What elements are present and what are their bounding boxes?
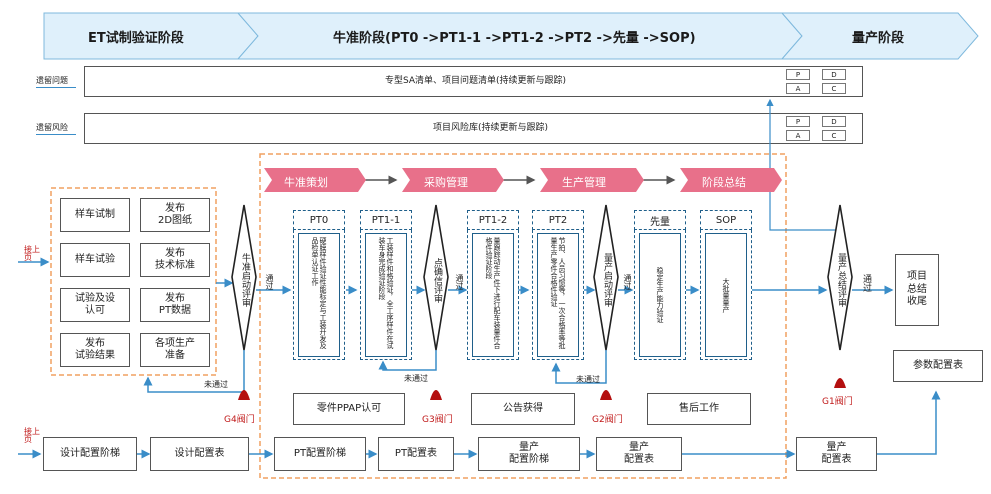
gate1-fail: 未通过 <box>204 380 228 389</box>
page-ref-bottom: 接上页 <box>24 427 40 445</box>
phase-header <box>43 12 979 60</box>
stage-pt1-1-text: 工装样件和格验证，全工序样件在试装车身完成验证阶段 <box>365 233 407 357</box>
gate3-fail: 未通过 <box>576 375 600 384</box>
et-box-3: 样车试验 <box>60 243 130 277</box>
risks-box: 项目风险库(持续更新与跟踪) <box>84 113 863 144</box>
pt-header-ribbons <box>264 168 782 192</box>
gate-pt-review: 牛准启动评审 <box>239 253 250 307</box>
pdca-a-1: A <box>786 83 810 94</box>
phase-et-label: ET试制验证阶段 <box>88 31 184 46</box>
notice-box: 公告获得 <box>471 393 575 425</box>
config-mass-table: 量产 配置表 <box>596 437 682 471</box>
gate-prod-review: 量产启动评审 <box>601 253 612 307</box>
pdca-c-2: C <box>822 130 846 141</box>
stage-pt2-title: PT2 <box>532 210 584 230</box>
page-ref-top: 接上页 <box>24 245 40 263</box>
stage-pt0-title: PT0 <box>293 210 345 230</box>
pdca-c-1: C <box>822 83 846 94</box>
issues-box: 专型SA清单、项目问题清单(持续更新与跟踪) <box>84 66 863 97</box>
after-sales-box: 售后工作 <box>647 393 751 425</box>
pdca-d-2: D <box>822 116 846 127</box>
config-mass-table-final: 量产 配置表 <box>796 437 877 471</box>
gate2-fail: 未通过 <box>404 374 428 383</box>
param-table-box: 参数配置表 <box>893 350 983 382</box>
et-box-4: 发布 技术标准 <box>140 243 210 277</box>
config-design-ladder: 设计配置阶梯 <box>43 437 137 471</box>
stage-sop-frame <box>700 230 752 360</box>
config-design-table: 设计配置表 <box>150 437 249 471</box>
stage-pt1-2-title: PT1-2 <box>467 210 519 230</box>
stage-pilot-title: 先量 <box>634 210 686 230</box>
gate-mass-review: 量产总结评审 <box>835 253 846 307</box>
pdca-p-2: P <box>786 116 810 127</box>
g2-valve: G2阀门 <box>592 415 623 425</box>
g1-valve: G1阀门 <box>822 397 853 407</box>
stage-pilot-frame <box>634 230 686 360</box>
et-box-8: 各项生产 准备 <box>140 333 210 367</box>
stage-pt2-frame <box>532 230 584 360</box>
pt-header-summary: 阶段总结 <box>702 176 746 189</box>
stage-pt0-text: 硬膜样件验证性能标定与工装开发及品检单认证工作 <box>298 233 340 357</box>
stage-pt0-frame <box>293 230 345 360</box>
stage-pt1-1-frame <box>360 230 412 360</box>
risks-underline <box>36 134 76 135</box>
config-pt-ladder: PT配置阶梯 <box>274 437 366 471</box>
issues-underline <box>36 87 76 88</box>
risks-text: 项目风险库(持续更新与跟踪) <box>433 122 549 133</box>
issues-text: 专型SA清单、项目问题清单(持续更新与跟踪) <box>385 75 567 86</box>
pt-header-purchase: 采购管理 <box>424 176 468 189</box>
gate-pt-confirm: 点确信评审 <box>431 257 442 303</box>
issues-label: 遗留问题 <box>36 76 68 85</box>
gate4-pass: 通过 <box>861 274 871 292</box>
phase-pt-label: 牛准阶段(PT0 ->PT1-1 ->PT1-2 ->PT2 ->先量 ->SO… <box>333 31 696 46</box>
g4-valve: G4阀门 <box>224 415 255 425</box>
stage-pt1-2-text: 量跟踪动生产件下进行配车装量件合格件验证阶段 <box>472 233 514 357</box>
stage-pt2-text: 节拍、人员习惯等，一次合格率等批量生产零件合格件验证 <box>537 233 579 357</box>
et-box-7: 发布 试验结果 <box>60 333 130 367</box>
config-pt-table: PT配置表 <box>378 437 454 471</box>
risks-label: 遗留风险 <box>36 123 68 132</box>
et-box-2: 发布 2D图纸 <box>140 198 210 232</box>
pt-header-production: 生产管理 <box>562 176 606 189</box>
stage-sop-text: 大批量量产 <box>705 233 747 357</box>
g3-valve: G3阀门 <box>422 415 453 425</box>
stage-pt1-1-title: PT1-1 <box>360 210 412 230</box>
stage-sop-title: SOP <box>700 210 752 230</box>
stage-pt1-2-frame <box>467 230 519 360</box>
pdca-d-1: D <box>822 69 846 80</box>
et-box-6: 发布 PT数据 <box>140 288 210 322</box>
config-mass-ladder: 量产 配置阶梯 <box>478 437 580 471</box>
gate2-pass: 通过 <box>455 274 464 290</box>
pdca-p-1: P <box>786 69 810 80</box>
project-summary-box: 项目 总结 收尾 <box>895 254 939 326</box>
et-box-5: 试验及设 认可 <box>60 288 130 322</box>
gate3-pass: 通过 <box>623 274 632 290</box>
gate1-pass: 通过 <box>265 274 274 290</box>
pt-header-planning: 牛准策划 <box>284 176 328 189</box>
stage-pilot-text: 稳定生产能力验证 <box>639 233 681 357</box>
phase-mass-label: 量产阶段 <box>852 31 905 46</box>
pdca-a-2: A <box>786 130 810 141</box>
et-box-1: 样车试制 <box>60 198 130 232</box>
ppap-box: 零件PPAP认可 <box>293 393 405 425</box>
